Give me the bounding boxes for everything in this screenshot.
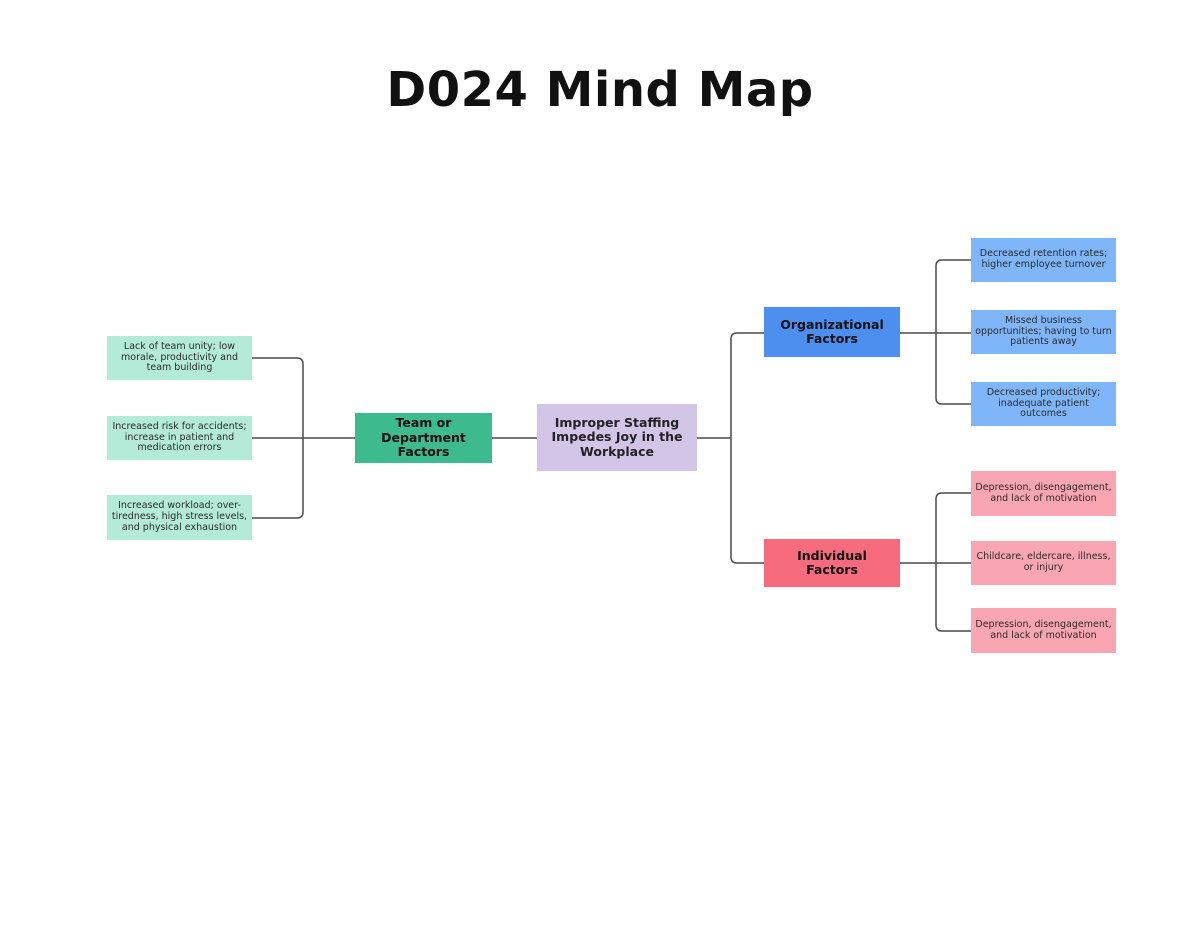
connector-org-to-leaf-1: [935, 259, 971, 333]
team-leaf-3: Increased workload; over-tiredness, high…: [107, 495, 252, 540]
connector-individual-to-leaf-1: [935, 492, 971, 563]
individual-leaf-1: Depression, disengagement, and lack of m…: [971, 471, 1116, 516]
central-topic-node: Improper Staffing Impedes Joy in the Wor…: [537, 404, 697, 471]
org-leaf-2: Missed business opportunities; having to…: [971, 310, 1116, 354]
org-leaf-3: Decreased productivity; inadequate patie…: [971, 382, 1116, 426]
page-title: D024 Mind Map: [386, 62, 814, 118]
team-leaf-2: Increased risk for accidents; increase i…: [107, 416, 252, 460]
connector-center-to-individual: [730, 438, 764, 564]
connector-individual-to-leaf-3: [935, 563, 971, 632]
team-department-node: Team or Department Factors: [355, 413, 492, 463]
organizational-factors-node: Organizational Factors: [764, 307, 900, 357]
individual-factors-node: Individual Factors: [764, 539, 900, 587]
connector-team-to-leaf-3: [252, 438, 304, 519]
team-leaf-1: Lack of team unity; low morale, producti…: [107, 336, 252, 380]
individual-leaf-3: Depression, disengagement, and lack of m…: [971, 608, 1116, 653]
connector-center-to-org: [730, 332, 764, 438]
org-leaf-1: Decreased retention rates; higher employ…: [971, 238, 1116, 282]
connector-team-to-leaf-1: [252, 357, 304, 438]
individual-leaf-2: Childcare, eldercare, illness, or injury: [971, 541, 1116, 585]
connector-org-to-leaf-3: [935, 333, 971, 405]
